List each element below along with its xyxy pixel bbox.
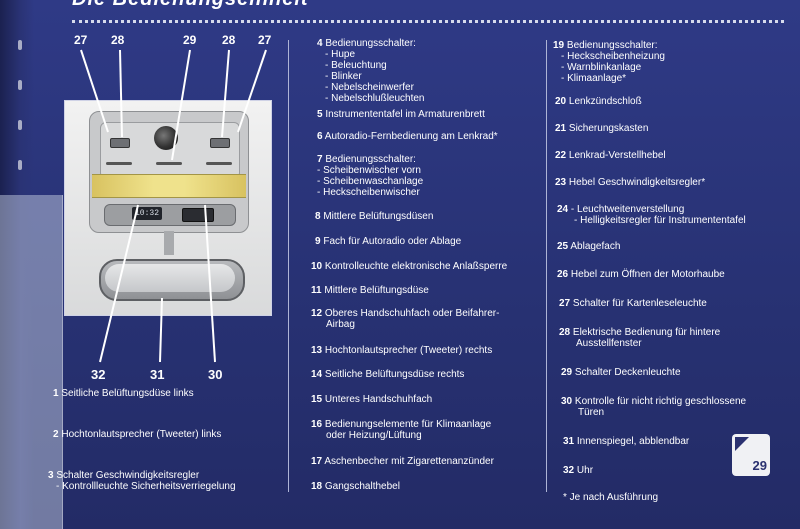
mirror-glass bbox=[105, 264, 235, 292]
legend-item: 6 Autoradio-Fernbedienung am Lenkrad* bbox=[317, 131, 498, 142]
legend-item: 2 Hochtonlautsprecher (Tweeter) links bbox=[53, 429, 222, 440]
legend-item: 12 Oberes Handschuhfach oder Beifahrer-A… bbox=[311, 308, 500, 330]
legend-item: 7 Bedienungsschalter: - Scheibenwischer … bbox=[317, 154, 424, 198]
page-number: 29 bbox=[752, 458, 767, 473]
legend-item: 19 Bedienungsschalter: - Heckscheibenhei… bbox=[553, 40, 665, 84]
window-switch-right bbox=[206, 162, 232, 165]
legend-item: 25 Ablagefach bbox=[557, 241, 621, 252]
callout-31: 31 bbox=[150, 367, 165, 382]
legend-item: 17 Aschenbecher mit Zigarettenanzünder bbox=[311, 456, 494, 467]
legend-item: 21 Sicherungskasten bbox=[555, 123, 649, 134]
spiral-ring bbox=[18, 120, 22, 130]
column-divider bbox=[288, 40, 289, 492]
legend-item: 26 Hebel zum Öffnen der Motorhaube bbox=[557, 269, 725, 280]
spiral-ring bbox=[18, 160, 22, 170]
legend-item: 4 Bedienungsschalter: - Hupe - Beleuchtu… bbox=[317, 38, 425, 104]
page-title: Die Bedienungseinheit bbox=[72, 0, 309, 11]
callout-32: 32 bbox=[91, 367, 106, 382]
overhead-console-diagram: 10:32 bbox=[64, 100, 272, 316]
column-divider bbox=[546, 40, 547, 492]
ceiling-light-switch bbox=[156, 162, 182, 165]
legend-item: 18 Gangschalthebel bbox=[311, 481, 400, 492]
legend-item: 9 Fach für Autoradio oder Ablage bbox=[315, 236, 462, 247]
legend-item: 24 - Leuchtweitenverstellung- Helligkeit… bbox=[557, 204, 746, 226]
legend-item: 31 Innenspiegel, abblendbar bbox=[563, 436, 690, 447]
footnote: * Je nach Ausführung bbox=[563, 492, 659, 503]
legend-item: 3 Schalter Geschwindigkeitsregler- Kontr… bbox=[48, 470, 236, 492]
legend-item: 32 Uhr bbox=[563, 465, 594, 476]
window-switch-left bbox=[106, 162, 132, 165]
door-warning-indicator bbox=[182, 208, 214, 222]
speaker-icon bbox=[154, 126, 178, 150]
plastic-sleeve bbox=[0, 195, 63, 529]
mirror-stem bbox=[164, 231, 174, 255]
callout-30: 30 bbox=[208, 367, 223, 382]
map-light-switch-left bbox=[110, 138, 130, 148]
legend-item: 1 Seitliche Belüftungsdüse links bbox=[53, 388, 194, 399]
legend-item: 5 Instrumententafel im Armaturenbrett bbox=[317, 109, 485, 120]
callout-27-left: 27 bbox=[74, 33, 88, 47]
legend-item: 15 Unteres Handschuhfach bbox=[311, 394, 433, 405]
legend-item: 30 Kontrolle für nicht richtig geschloss… bbox=[561, 396, 747, 418]
callout-28-left: 28 bbox=[111, 33, 125, 47]
legend-item: 29 Schalter Deckenleuchte bbox=[561, 367, 681, 378]
lamp-strip bbox=[92, 174, 246, 198]
callout-27-right: 27 bbox=[258, 33, 272, 47]
map-light-switch-right bbox=[210, 138, 230, 148]
legend-item: 10 Kontrolleuchte elektronische Anlaßspe… bbox=[311, 261, 508, 272]
callout-28-right: 28 bbox=[222, 33, 236, 47]
console-housing: 10:32 bbox=[89, 111, 249, 233]
badge-corner-icon bbox=[735, 437, 749, 451]
legend-item: 14 Seitliche Belüftungsdüse rechts bbox=[311, 369, 465, 380]
legend-item: 11 Mittlere Belüftungsdüse bbox=[311, 285, 429, 296]
legend-item: 27 Schalter für Kartenleseleuchte bbox=[559, 298, 707, 309]
spiral-ring bbox=[18, 40, 22, 50]
title-dotted-rule bbox=[72, 20, 784, 23]
spiral-ring bbox=[18, 80, 22, 90]
legend-item: 23 Hebel Geschwindigkeitsregler* bbox=[555, 177, 706, 188]
legend-item: 8 Mittlere Belüftungsdüsen bbox=[315, 211, 434, 222]
callout-29: 29 bbox=[183, 33, 197, 47]
legend-item: 20 Lenkzündschloß bbox=[555, 96, 642, 107]
binding-shadow bbox=[0, 0, 34, 529]
legend-item: 13 Hochtonlautsprecher (Tweeter) rechts bbox=[311, 345, 493, 356]
lower-console-bar bbox=[104, 204, 236, 226]
page-number-badge: 29 bbox=[732, 434, 770, 476]
clock-display: 10:32 bbox=[132, 207, 162, 220]
legend-item: 22 Lenkrad-Verstellhebel bbox=[555, 150, 666, 161]
